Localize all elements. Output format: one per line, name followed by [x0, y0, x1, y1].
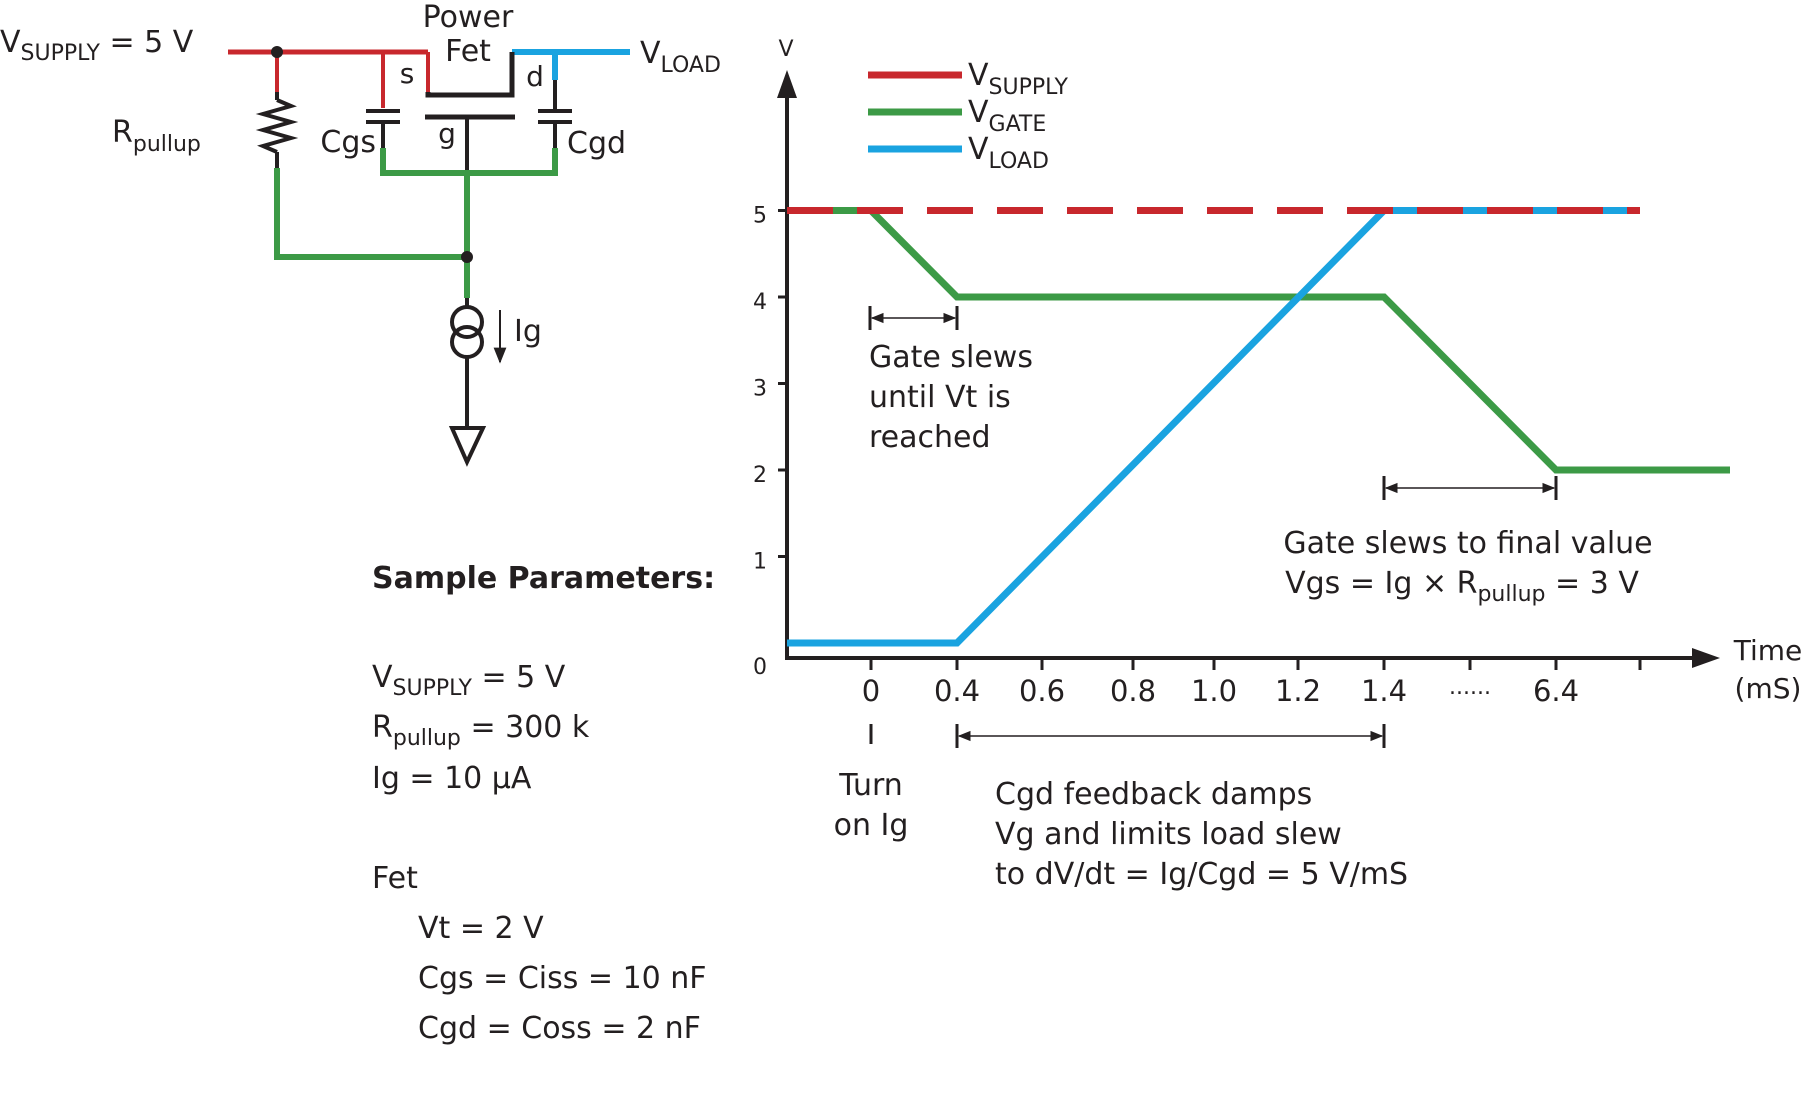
power-fet-label-line1: Power — [423, 0, 514, 35]
param-vsupply-rest: = 5 V — [472, 660, 566, 695]
ig-label: Ig — [514, 314, 542, 349]
turn-on-text-line1: Turn — [838, 768, 903, 803]
gate-slew-text-line1: Gate slews — [869, 340, 1033, 375]
rpullup-label: Rpullup — [112, 115, 201, 157]
current-source-circle-bottom — [450, 325, 484, 359]
param-vsupply: VSUPPLY = 5 V — [372, 660, 566, 701]
turn-on-text-line2: on Ig — [834, 808, 909, 843]
param-rpullup-sub: pullup — [393, 726, 461, 751]
gate-slew-text-line3: reached — [869, 420, 991, 455]
y-tick-label: 2 — [753, 463, 767, 488]
param-rpullup-rest: = 300 k — [461, 710, 590, 745]
rpullup-label-main: R — [112, 115, 133, 150]
final-value-text-sub: pullup — [1477, 582, 1545, 607]
vsupply-label-main: V — [0, 25, 21, 60]
param-fet-heading: Fet — [372, 861, 418, 896]
x-tick-label: 0.6 — [1019, 674, 1065, 708]
x-tick-label: 1.2 — [1275, 674, 1321, 708]
legend-label-gate: VGATE — [968, 95, 1046, 137]
x-tick-label: 0 — [862, 674, 880, 708]
vload-label-main: V — [640, 36, 661, 71]
gate-pin-label: g — [438, 117, 456, 150]
vload-label: VLOAD — [640, 36, 721, 78]
vsupply-label: VSUPPLY = 5 V — [0, 25, 194, 66]
x-axis-arrowhead — [1692, 648, 1720, 668]
ground-symbol — [448, 426, 487, 467]
final-value-text-pre: Vgs = Ig × R — [1285, 566, 1477, 601]
y-tick-label: 3 — [753, 377, 767, 402]
param-vsupply-main: V — [372, 660, 393, 695]
x-tick-label: 1.4 — [1361, 674, 1407, 708]
vload-label-sub: LOAD — [661, 53, 721, 78]
param-rpullup: Rpullup = 300 k — [372, 710, 590, 751]
drain-pin-label: d — [526, 60, 544, 93]
cgd-label: Cgd — [567, 126, 626, 161]
param-ig: Ig = 10 μA — [372, 761, 532, 796]
x-tick-label: ...... — [1449, 675, 1491, 700]
param-cgs: Cgs = Ciss = 10 nF — [418, 961, 707, 996]
circuit-schematic: VSUPPLY = 5 V Power Fet s d g Cgs Cgd Rp… — [0, 0, 721, 467]
param-cgd: Cgd = Coss = 2 nF — [418, 1011, 701, 1046]
power-fet-label-line2: Fet — [445, 34, 491, 69]
supply-junction-dot — [271, 46, 283, 58]
sample-parameters: Sample Parameters: VSUPPLY = 5 V Rpullup… — [372, 561, 715, 1046]
pullup-to-gate-wire — [274, 168, 467, 260]
x-axis-label-line1: Time — [1733, 634, 1803, 667]
param-rpullup-main: R — [372, 710, 393, 745]
gate-junction-dot — [461, 251, 473, 263]
timing-chart: V Time (mS) 0 1 2 3 4 5 0 0.4 0.6 0.8 1.0 1.2 1.4..… — [753, 37, 1802, 892]
fet-channel — [425, 52, 515, 98]
rpullup-label-sub: pullup — [133, 132, 201, 157]
final-value-text-line1: Gate slews to final value — [1283, 526, 1652, 561]
y-tick-label: 1 — [753, 550, 767, 575]
cgs-label: Cgs — [320, 125, 376, 160]
rpullup-resistor — [255, 98, 299, 154]
final-value-text-line2: Vgs = Ig × Rpullup = 3 V — [1285, 566, 1639, 607]
y-tick-label: 0 — [753, 655, 767, 680]
x-axis-ticks: 0 0.4 0.6 0.8 1.0 1.2 1.4...... 6.4 — [862, 658, 1642, 708]
vsupply-label-sub: SUPPLY — [21, 41, 101, 66]
parameters-heading: Sample Parameters: — [372, 561, 715, 596]
y-tick-label: 4 — [753, 290, 767, 315]
chart-series — [787, 207, 1730, 647]
feedback-text-line2: Vg and limits load slew — [995, 817, 1342, 852]
x-axis-label-line2: (mS) — [1735, 672, 1802, 705]
source-pin-label: s — [400, 57, 415, 90]
x-tick-label: 6.4 — [1533, 674, 1579, 708]
y-axis-ticks: 0 1 2 3 4 5 — [753, 204, 789, 680]
y-axis-arrowhead — [777, 70, 797, 98]
vsupply-label-rest: = 5 V — [100, 25, 194, 60]
x-tick-label: 0.4 — [934, 674, 980, 708]
legend-label-load: VLOAD — [968, 132, 1049, 174]
param-vsupply-sub: SUPPLY — [393, 676, 473, 701]
feedback-text-line3: to dV/dt = Ig/Cgd = 5 V/mS — [995, 857, 1408, 892]
gate-slew-text-line2: until Vt is — [869, 380, 1011, 415]
x-tick-label: 0.8 — [1110, 674, 1156, 708]
y-axis-label: V — [778, 37, 793, 62]
final-value-text-post: = 3 V — [1546, 566, 1640, 601]
x-tick-label: 1.0 — [1191, 674, 1237, 708]
legend-label-supply: VSUPPLY — [968, 58, 1068, 100]
param-vt: Vt = 2 V — [418, 911, 544, 946]
feedback-text-line1: Cgd feedback damps — [995, 777, 1312, 812]
y-tick-label: 5 — [753, 204, 767, 229]
